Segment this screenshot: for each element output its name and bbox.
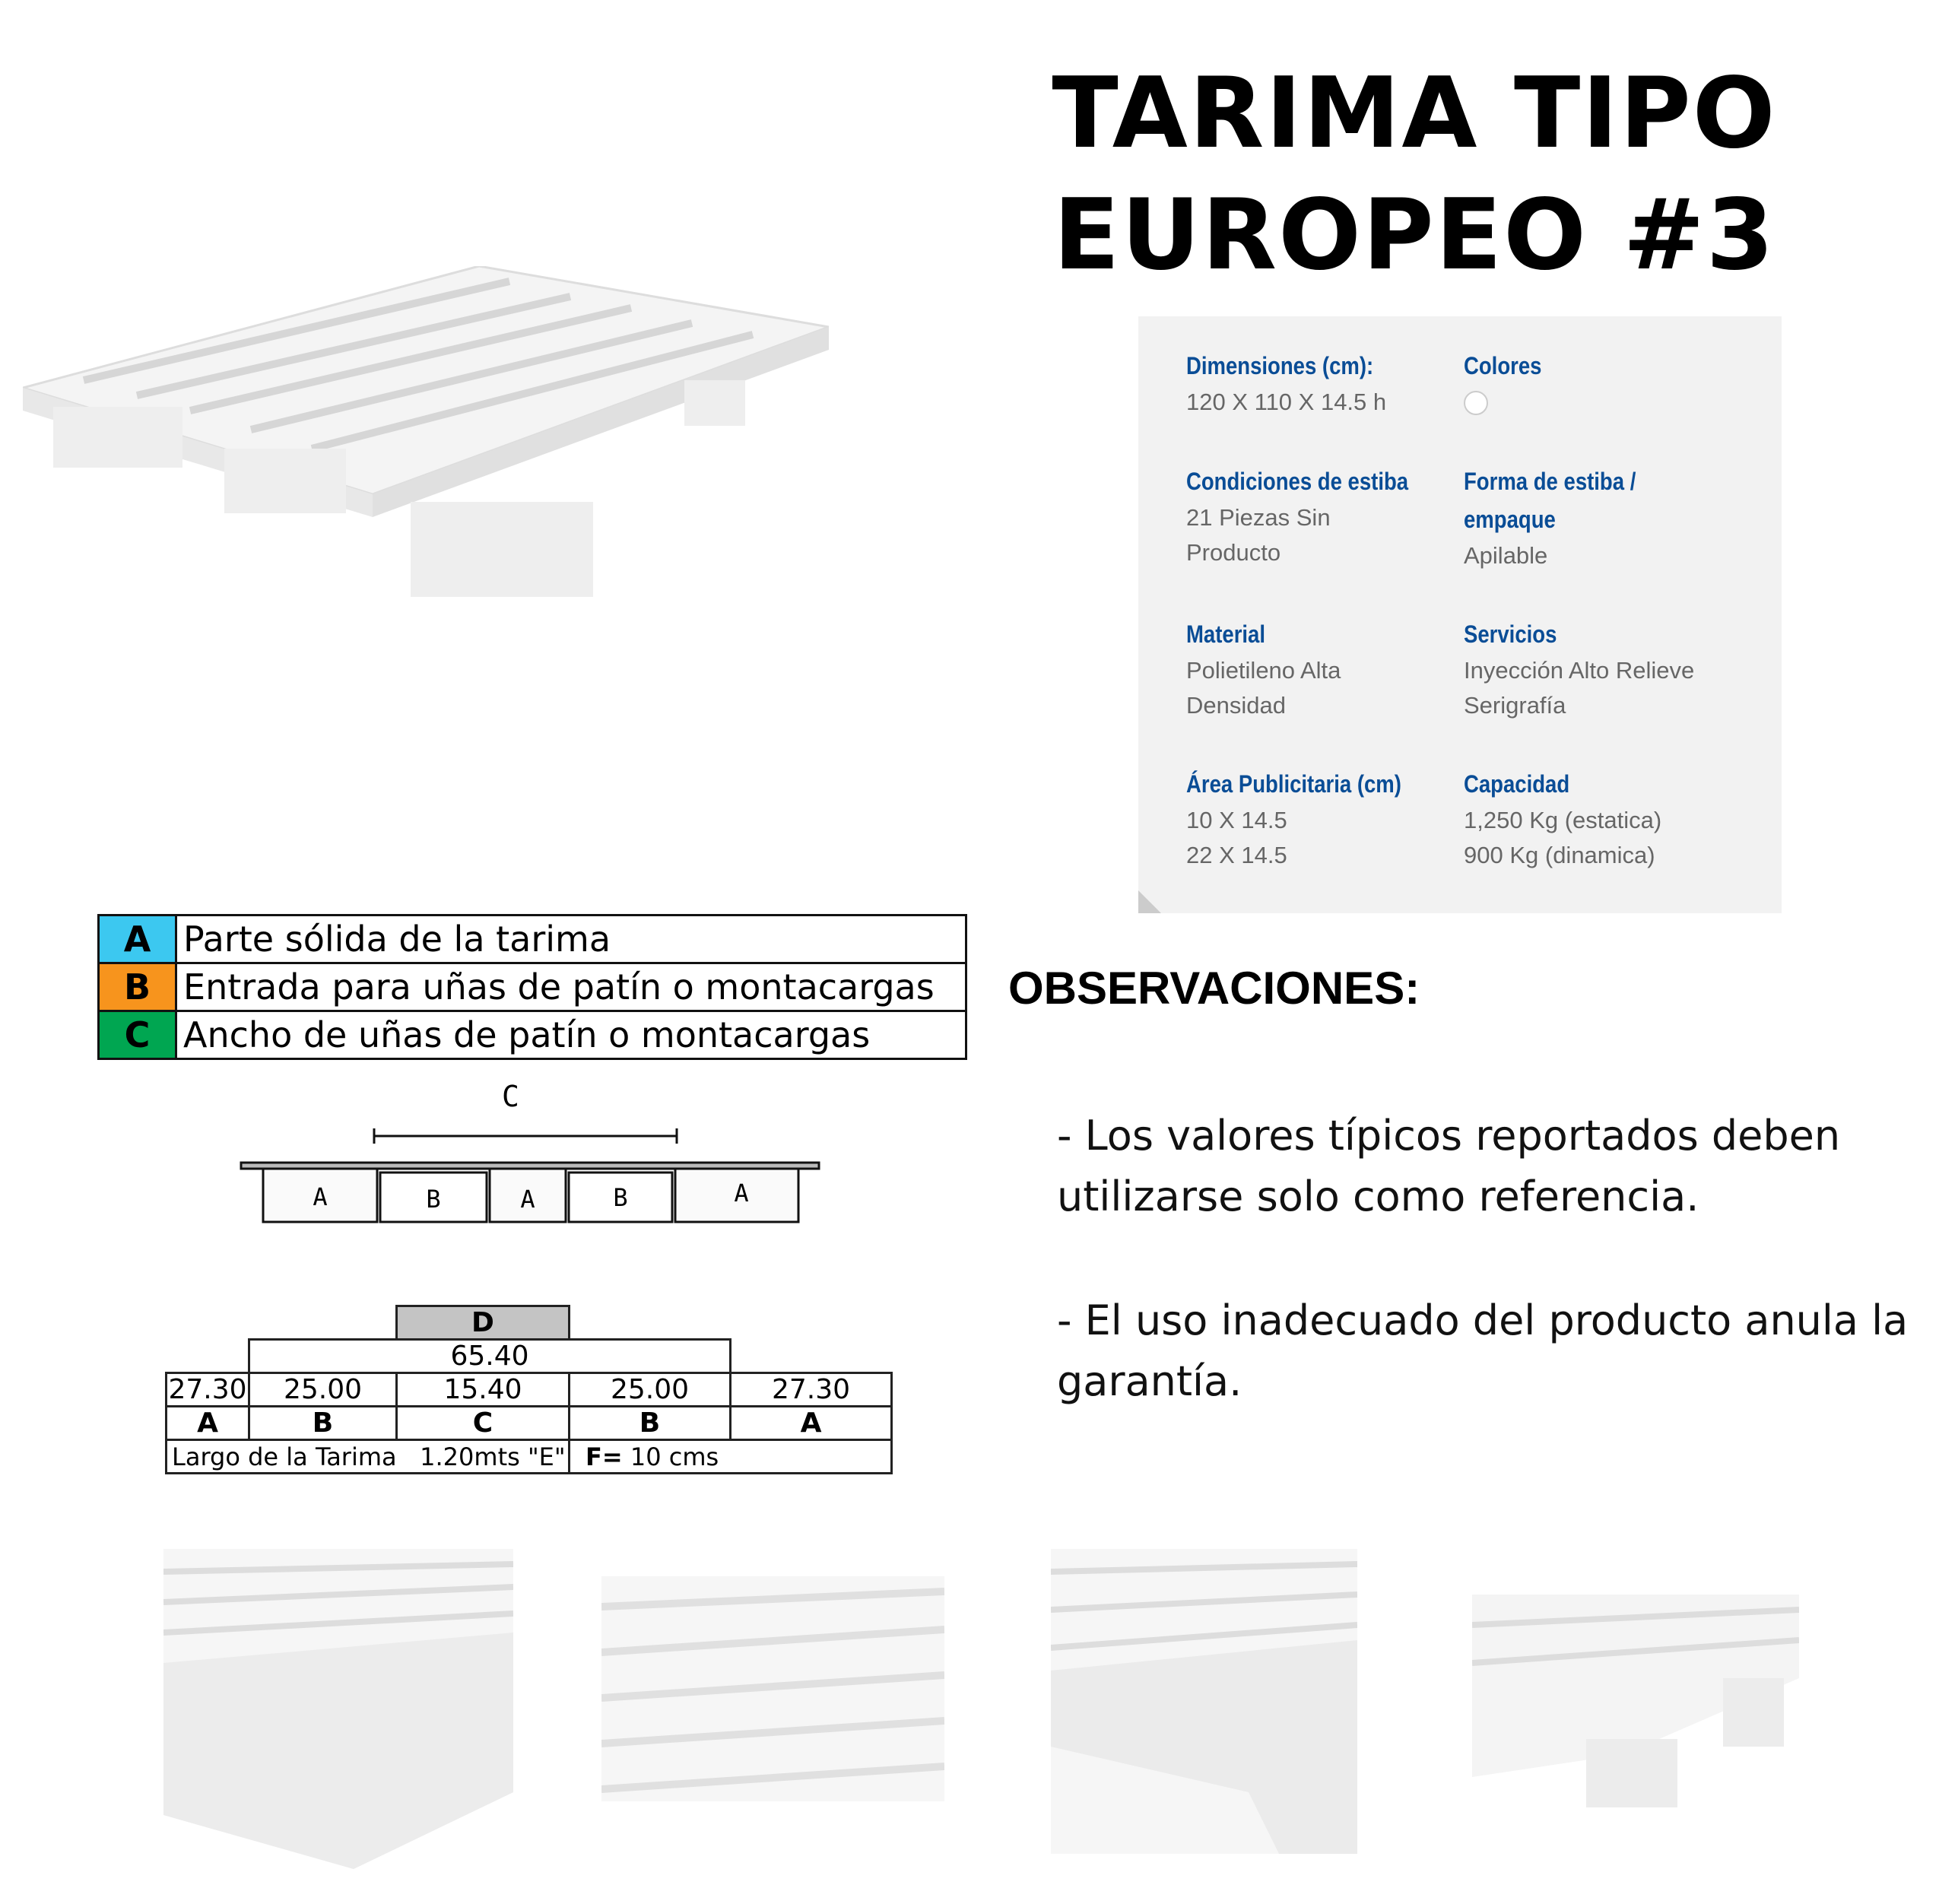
block-label: B	[426, 1185, 440, 1214]
observation-item: - El uso inadecuado del producto anula l…	[1057, 1296, 1909, 1405]
dim-key: A	[729, 1405, 893, 1441]
spec-colors: Colores	[1464, 347, 1737, 419]
block-label: A	[520, 1185, 535, 1214]
panel-corner	[1138, 890, 1161, 913]
dim-value: 27.30	[729, 1372, 893, 1407]
spec-dimensions: Dimensiones (cm):120 X 110 X 14.5 h	[1186, 352, 1387, 415]
legend-key: C	[97, 1010, 177, 1060]
dim-key: C	[395, 1405, 570, 1441]
block-label: A	[313, 1182, 327, 1211]
observations-heading: OBSERVACIONES:	[1008, 963, 1420, 1014]
pallet-detail-photo-1	[163, 1549, 513, 1869]
legend-key: A	[97, 914, 177, 964]
dim-length: Largo de la Tarima 1.20mts "E"	[165, 1439, 570, 1474]
legend-key: B	[97, 962, 177, 1012]
dim-f: F= 10 cms	[568, 1439, 893, 1474]
dim-key: B	[568, 1405, 731, 1441]
diagram-c-label: C	[502, 1080, 519, 1113]
dim-span-value: 65.40	[248, 1338, 731, 1374]
dim-d-header: D	[395, 1305, 570, 1341]
pallet-side-diagram: A B A B A	[240, 1128, 820, 1223]
pallet-detail-photo-2	[601, 1576, 944, 1801]
block-label: A	[734, 1179, 748, 1207]
dim-key: B	[248, 1405, 398, 1441]
page-title: TARIMA TIPO EUROPEO #3	[1052, 57, 1777, 292]
dim-value: 25.00	[248, 1372, 398, 1407]
legend-text: Entrada para uñas de patín o montacargas	[175, 962, 967, 1012]
dim-value: 25.00	[568, 1372, 731, 1407]
pallet-main-image	[23, 266, 829, 597]
block-label: B	[613, 1183, 627, 1212]
dim-value: 15.40	[395, 1372, 570, 1407]
legend-text: Parte sólida de la tarima	[175, 914, 967, 964]
pallet-detail-photo-4	[1472, 1595, 1799, 1807]
legend-text: Ancho de uñas de patín o montacargas	[175, 1010, 967, 1060]
dim-value: 27.30	[165, 1372, 250, 1407]
dim-key: A	[165, 1405, 250, 1441]
specifications-panel: Dimensiones (cm):120 X 110 X 14.5 h Colo…	[1138, 316, 1782, 913]
color-swatch-white[interactable]	[1464, 391, 1488, 415]
pallet-detail-photo-3	[1051, 1549, 1357, 1854]
